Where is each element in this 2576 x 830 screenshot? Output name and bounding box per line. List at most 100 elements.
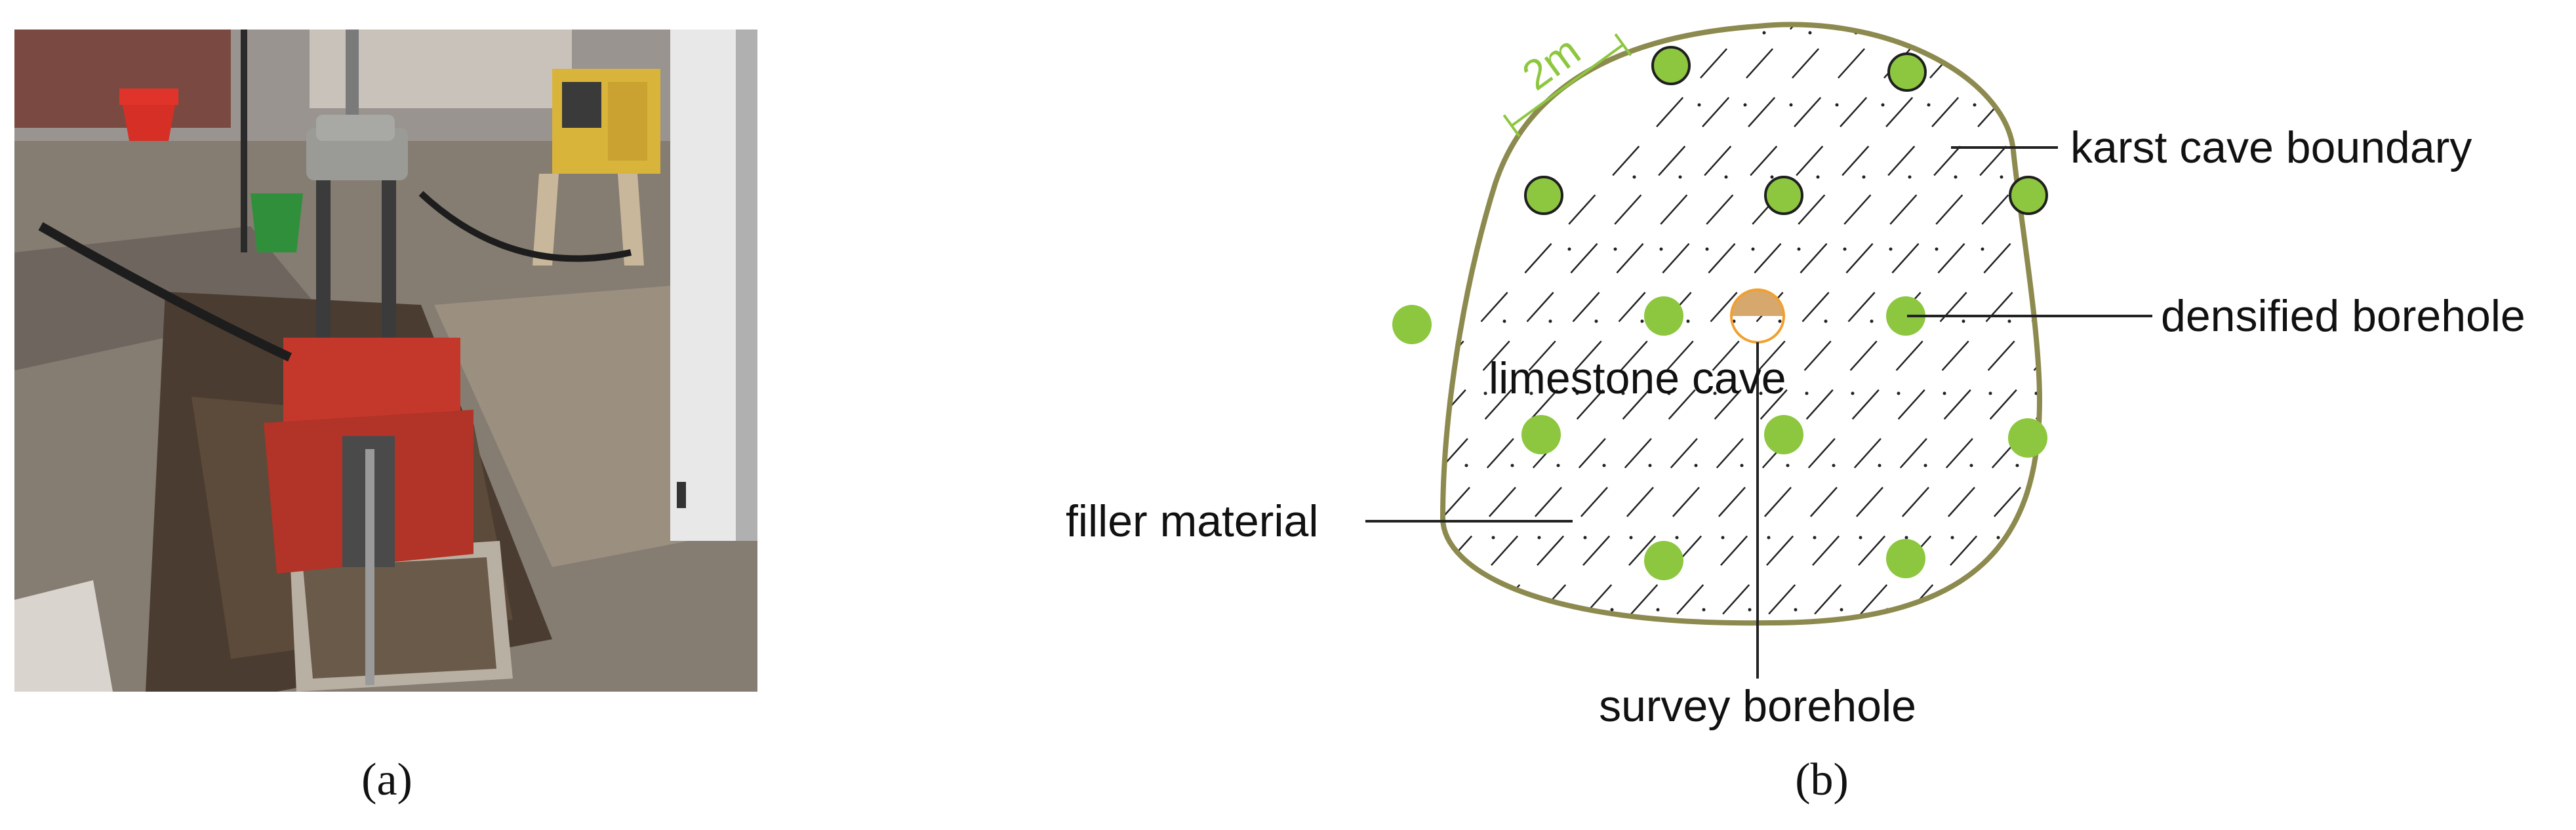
hatch-dot bbox=[2448, 392, 2451, 395]
hatch-dot bbox=[2303, 248, 2306, 251]
hatch-dot bbox=[2367, 176, 2371, 179]
hatch-line bbox=[1868, 24, 2040, 623]
hatch-dot bbox=[2402, 392, 2405, 395]
densified-borehole bbox=[1886, 539, 1925, 578]
hatch-dot bbox=[1805, 391, 1809, 395]
filler-material-label: filler material bbox=[1066, 496, 1318, 546]
hatch-line bbox=[1547, 24, 2040, 623]
hatch-dot bbox=[2456, 536, 2459, 540]
hatch-dot bbox=[1870, 319, 1874, 323]
hatch-dot bbox=[1491, 536, 1495, 540]
hatch-dot bbox=[1813, 536, 1817, 540]
hatch-dot bbox=[2054, 320, 2057, 323]
hatch-line bbox=[1501, 24, 2040, 623]
hatch-dot bbox=[1518, 608, 1522, 612]
hatch-dot bbox=[2394, 248, 2398, 251]
hatch-dot bbox=[2023, 608, 2027, 612]
hatch-dot bbox=[1770, 175, 1774, 179]
hatch-dot bbox=[1973, 103, 1977, 107]
hatch-dot bbox=[1786, 464, 1790, 467]
hatch-dot bbox=[2322, 176, 2325, 179]
hatch-dot bbox=[2184, 176, 2187, 179]
hatch-dot bbox=[2084, 31, 2087, 35]
hatch-dot bbox=[2043, 536, 2046, 540]
hatch-dot bbox=[1567, 247, 1571, 251]
hatch-dot bbox=[2108, 464, 2111, 467]
hatch-dot bbox=[2291, 464, 2295, 467]
hatch-dot bbox=[1743, 103, 1747, 107]
hatch-dot bbox=[2432, 104, 2436, 107]
hatch-dot bbox=[2162, 608, 2165, 612]
hatch-dot bbox=[1678, 175, 1682, 179]
densified-borehole bbox=[2008, 418, 2047, 458]
hatch-dot bbox=[2038, 31, 2040, 35]
hatch-dot bbox=[2073, 248, 2076, 251]
hatch-dot bbox=[1702, 608, 1706, 612]
hatch-dot bbox=[1969, 464, 1973, 467]
hatch-dot bbox=[2200, 464, 2203, 467]
hatch-dot bbox=[1686, 319, 1690, 323]
hatch-dot bbox=[1740, 464, 1744, 467]
limestone-cave-label: limestone cave bbox=[1489, 353, 1786, 403]
hatch-dot bbox=[2181, 536, 2184, 540]
hatch-line bbox=[1443, 24, 2001, 623]
hatch-dot bbox=[1981, 247, 1984, 251]
scale-bar: 2m bbox=[1502, 27, 1632, 138]
hatch-dot bbox=[1931, 608, 1935, 612]
hatch-dot bbox=[1878, 464, 1882, 467]
hatch-dot bbox=[2007, 319, 2011, 323]
hatch-dot bbox=[1419, 464, 1422, 467]
hatch-dot bbox=[2249, 104, 2252, 107]
hatch-dot bbox=[2314, 31, 2317, 35]
hatch-dot bbox=[1583, 536, 1587, 540]
hatch-dot bbox=[2451, 31, 2455, 35]
hatch-dot bbox=[1659, 247, 1663, 251]
site-photo-illustration bbox=[14, 30, 757, 692]
hatch-dot bbox=[2540, 392, 2543, 395]
hatch-dot bbox=[2222, 31, 2225, 35]
hatch-dot bbox=[2429, 464, 2432, 467]
hatch-dot bbox=[2138, 176, 2141, 179]
hatch-dot bbox=[1438, 392, 1441, 395]
hatch-dot bbox=[2497, 31, 2501, 35]
hatch-dot bbox=[1778, 319, 1782, 323]
outlined-borehole bbox=[1887, 52, 1927, 92]
hatch-dot bbox=[1923, 464, 1927, 467]
hatch-dot bbox=[2146, 320, 2149, 323]
hatch-dot bbox=[2257, 248, 2260, 251]
hatch-dot bbox=[2272, 536, 2276, 540]
hatch-dot bbox=[2345, 608, 2348, 612]
hatch-dot bbox=[1694, 464, 1698, 467]
hatch-dot bbox=[2521, 464, 2524, 467]
hatch-dot bbox=[2295, 104, 2298, 107]
hatch-dot bbox=[1675, 536, 1679, 540]
hatch-dot bbox=[1640, 319, 1644, 323]
hatch-dot bbox=[2000, 175, 2003, 179]
hatch-dot bbox=[2570, 104, 2573, 107]
hatch-dot bbox=[2478, 104, 2482, 107]
hatch-dot bbox=[1996, 536, 2000, 540]
outlined-borehole bbox=[2009, 176, 2048, 215]
hatch-dot bbox=[2486, 248, 2489, 251]
hatch-dot bbox=[1789, 103, 1793, 107]
densified-borehole bbox=[1392, 305, 1432, 344]
hatch-dot bbox=[1289, 608, 1293, 612]
hatch-dot bbox=[1977, 608, 1981, 612]
hatch-dot bbox=[1797, 247, 1801, 251]
hatch-dot bbox=[2410, 536, 2413, 540]
hatch-line bbox=[1443, 24, 1909, 623]
limestone-cave-marker bbox=[1731, 290, 1784, 316]
hatch-dot bbox=[1900, 31, 1904, 35]
densified-borehole-label: densified borehole bbox=[2161, 291, 2526, 341]
hatch-dot bbox=[2089, 536, 2092, 540]
hatch-line bbox=[1593, 24, 2040, 623]
hatch-dot bbox=[2111, 104, 2114, 107]
hatch-dot bbox=[2062, 464, 2065, 467]
hatch-dot bbox=[2318, 536, 2322, 540]
hatch-dot bbox=[2475, 464, 2478, 467]
hatch-dot bbox=[2165, 248, 2168, 251]
hatch-dot bbox=[2310, 392, 2314, 395]
hatch-dot bbox=[2551, 176, 2554, 179]
hatch-dot bbox=[2127, 392, 2130, 395]
hatch-dot bbox=[2119, 248, 2122, 251]
